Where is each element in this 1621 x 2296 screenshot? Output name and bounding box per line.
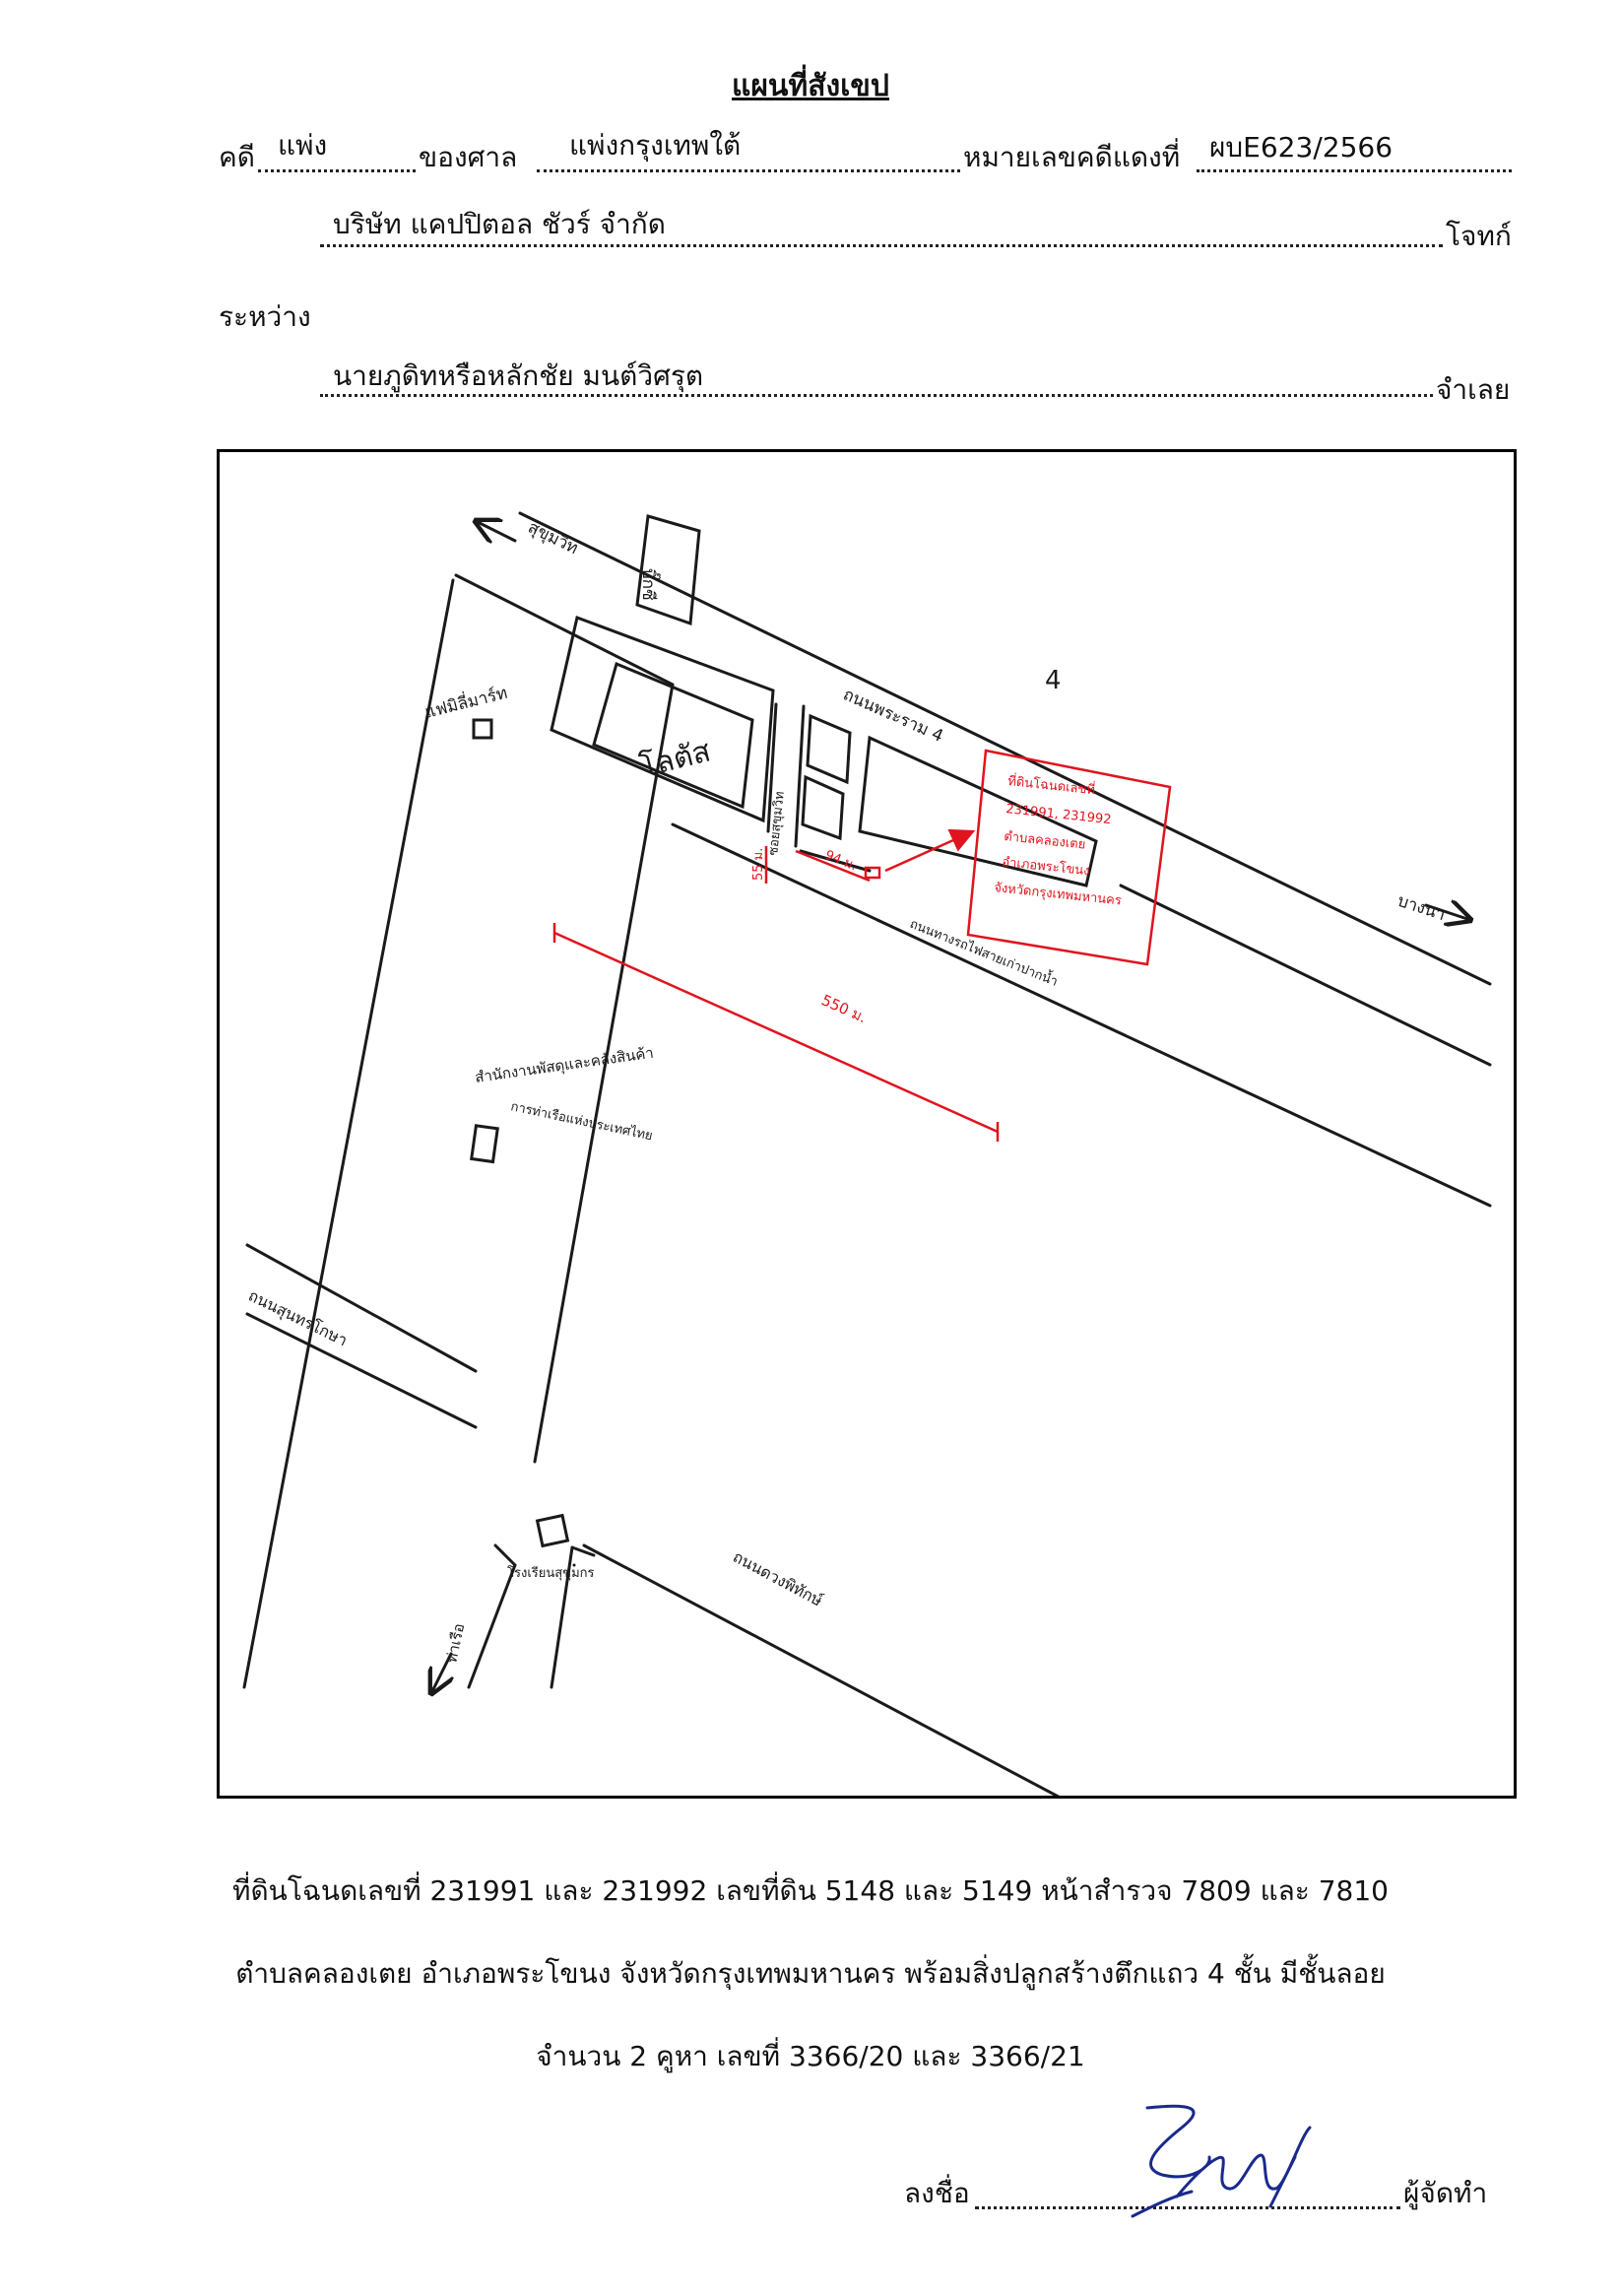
between-label: ระหว่าง: [219, 300, 311, 333]
family-mart-square: [472, 718, 493, 740]
label-soi: ซอยสุขุมวิท: [766, 791, 788, 857]
lotus-block: [550, 615, 775, 823]
label-school: โรงเรียนสุขุมกร: [507, 1565, 595, 1581]
main-road-edge-top: [518, 511, 1492, 986]
soi-right-edge: [794, 704, 806, 848]
label-family-mart: แฟมิลี่มาร์ท: [422, 681, 510, 723]
vertical-road-right-edge: [533, 683, 675, 1464]
dotted-line: [320, 394, 1433, 397]
land-pointer-arrow: [884, 828, 976, 873]
vertical-road-left-edge: [242, 578, 455, 1689]
lower-road-continue: [582, 1543, 1088, 1813]
vertical-road-lower-right: [550, 1545, 574, 1689]
label-sukhumvit: สุขุมวิท: [525, 518, 581, 559]
label-lotus: โลตัส: [636, 733, 714, 784]
land-note-line-3: ตำบลคลองเตย: [1004, 829, 1086, 853]
office-square: [470, 1124, 499, 1164]
tha-rua-arrow: [431, 1652, 451, 1693]
page-title: แผนที่สังเขป: [732, 69, 889, 103]
red-case-label: หมายเลขคดีแดงที่: [963, 141, 1181, 173]
caption-line-1: ที่ดินโฉนดเลขที่ 231991 และ 231992 เลขที…: [232, 1874, 1389, 1907]
handwritten-signature: [1131, 2104, 1312, 2218]
land-note-box: [966, 749, 1172, 966]
label-rama3: ถนนดวงพิทักษ์: [730, 1547, 826, 1610]
case-label: คดี: [219, 141, 255, 173]
rail-road-top: [671, 822, 1492, 1208]
caption-line-2: ตำบลคลองเตย อำเภอพระโขนง จังหวัดกรุงเทพม…: [235, 1957, 1386, 1990]
school-square: [535, 1513, 570, 1548]
main-road-edge-bottom-right: [1119, 884, 1492, 1067]
soi-left-edge: [766, 702, 778, 833]
label-office2: การท่าเรือแห่งประเทศไทย: [509, 1098, 654, 1144]
vertical-road-lower-left: [467, 1563, 517, 1689]
lower-road-bottom-edge: [245, 1312, 478, 1429]
map-frame: สุขุมวิท บิ๊กซี แฟมิลี่มาร์ท ถนนพระราม 4…: [217, 449, 1517, 1813]
caption-line-3: จำนวน 2 คูหา เลขที่ 3366/20 และ 3366/21: [536, 2040, 1085, 2072]
sign-label: ลงชื่อ: [904, 2177, 970, 2209]
distance-94-line: [795, 849, 871, 883]
small-block-2: [801, 774, 845, 841]
label-tha-rua: ท่าเรือ: [442, 1621, 468, 1664]
label-ring-road: ถนนสุนทรโกษา: [245, 1286, 351, 1351]
maker-label: ผู้จัดทำ: [1403, 2177, 1488, 2209]
arrow-left: [476, 521, 517, 541]
signature-dotted-line: [975, 2206, 1400, 2209]
dotted-line: [1197, 169, 1512, 172]
label-office: สำนักงานพัสดุและคลังสินค้า: [474, 1044, 655, 1087]
main-road-edge-bottom: [454, 573, 675, 687]
land-note-line-5: จังหวัดกรุงเทพมหานคร: [994, 881, 1123, 909]
distance-550-line: [553, 931, 999, 1134]
small-block-1: [806, 713, 852, 785]
right-block: [858, 735, 1098, 887]
court-label: ของศาล: [419, 141, 518, 173]
label-bangna: บางนา: [1394, 891, 1448, 925]
defendant-label: จำเลย: [1436, 373, 1511, 406]
bangna-arrow: [1424, 905, 1470, 920]
label-rail-road: ถนนทางรถไฟสายเก่าปากน้ำ: [908, 914, 1062, 990]
plaintiff-name: บริษัท แคปปิตอล ชัวร์ จำกัด: [333, 208, 666, 240]
block-bottom: [799, 849, 872, 873]
label-big-c: บิ๊กซี: [638, 568, 662, 601]
dotted-line: [537, 169, 960, 172]
big-c-building: [635, 514, 701, 626]
dotted-line: [258, 169, 416, 172]
court-name: แพ่งกรุงเทพใต้: [569, 129, 742, 162]
lower-road-right-top: [570, 1545, 596, 1557]
lower-road-top-edge: [245, 1243, 478, 1373]
land-plot-marker: [864, 866, 881, 880]
label-number-4: 4: [1045, 666, 1062, 695]
lower-road-right-bottom: [493, 1543, 517, 1567]
plaintiff-label: โจทก์: [1446, 220, 1512, 252]
red-case-number: ผบE623/2566: [1209, 131, 1394, 164]
defendant-name: นายภูดิทหรือหลักชัย มนต์วิศรุต: [333, 360, 704, 392]
lotus-building: [592, 661, 754, 810]
land-note-line-1: ที่ดินโฉนดเลขที่: [1007, 772, 1096, 798]
dotted-line: [320, 244, 1443, 247]
label-550: 550 ม.: [818, 991, 869, 1026]
case-type: แพ่ง: [278, 129, 328, 162]
label-55: 55 ม.: [751, 848, 766, 881]
sketch-map: สุขุมวิท บิ๊กซี แฟมิลี่มาร์ท ถนนพระราม 4…: [242, 511, 1492, 1813]
